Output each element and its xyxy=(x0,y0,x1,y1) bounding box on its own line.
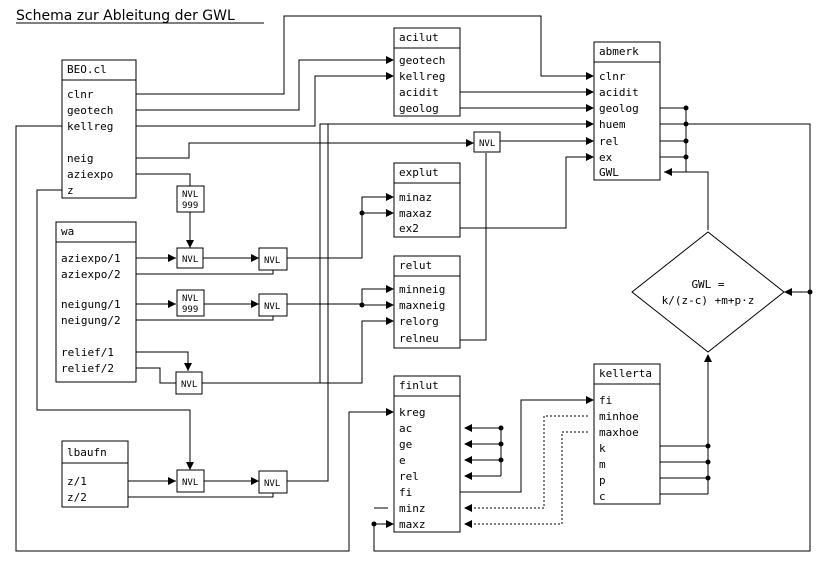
field-maxaz: maxaz xyxy=(399,207,432,220)
nvl-node-lbaufn-1: NVL xyxy=(176,469,205,493)
formula-line-1: GWL = xyxy=(691,278,724,291)
field-maxz: maxz xyxy=(399,518,426,531)
table-finlut: finlut kreg ac ge e rel fi minz maxz xyxy=(393,375,461,533)
field-fi: fi xyxy=(599,394,612,407)
connections xyxy=(15,15,811,552)
field-kellreg: kellreg xyxy=(67,120,113,133)
nvl-label: NVL xyxy=(181,380,197,390)
field-neigung-1: neigung/1 xyxy=(61,298,121,311)
field-k: k xyxy=(599,442,606,455)
field-huem: huem xyxy=(599,118,626,131)
table-name: BEO.cl xyxy=(67,63,107,76)
nvl-label: NVL xyxy=(479,139,495,149)
nvl-label: NVL xyxy=(264,479,280,489)
field-fi: fi xyxy=(399,486,412,499)
formula-line-2: k/(z-c) +m+p·z xyxy=(662,294,755,307)
field-ex: ex xyxy=(599,151,613,164)
field-kellreg: kellreg xyxy=(399,70,445,83)
nvl-999-value: 999 xyxy=(182,305,198,315)
table-lbaufn: lbaufn z/1 z/2 xyxy=(61,440,129,508)
field-ge: ge xyxy=(399,438,412,451)
field-c: c xyxy=(599,490,606,503)
field-e: e xyxy=(399,454,406,467)
field-clnr: clnr xyxy=(599,70,626,83)
table-name: abmerk xyxy=(599,45,639,58)
nvl-label: NVL xyxy=(182,478,198,488)
table-acilut: acilut geotech kellreg acidit geolog xyxy=(393,27,461,117)
field-z-2: z/2 xyxy=(67,491,87,504)
field-rel: rel xyxy=(599,135,619,148)
field-geolog: geolog xyxy=(399,102,439,115)
field-minz: minz xyxy=(399,502,426,515)
nvl-label: NVL xyxy=(182,294,198,304)
junction-dots xyxy=(359,105,813,527)
nvl-label: NVL xyxy=(264,302,280,312)
table-abmerk: abmerk clnr acidit geolog huem rel ex GW… xyxy=(593,41,661,181)
nvl-node-neigung: NVL xyxy=(258,293,288,317)
table-name: relut xyxy=(399,259,432,272)
nvl-999-node-aziexpo: NVL 999 xyxy=(176,185,205,213)
nvl-node-lbaufn-2: NVL xyxy=(258,470,288,494)
table-kellerta: kellerta fi minhoe maxhoe k m p c xyxy=(593,363,661,505)
nvl-node-aziexpo-1: NVL xyxy=(176,247,204,269)
field-clnr: clnr xyxy=(67,88,94,101)
field-relief-2: relief/2 xyxy=(61,362,114,375)
table-name: wa xyxy=(61,225,74,238)
table-name: explut xyxy=(399,166,439,179)
nvl-label: NVL xyxy=(264,256,280,266)
field-acidit: acidit xyxy=(599,86,639,99)
table-explut: explut minaz maxaz ex2 xyxy=(393,162,461,238)
field-minneig: minneig xyxy=(399,283,445,296)
field-neig: neig xyxy=(67,152,94,165)
formula-diamond: GWL = k/(z-c) +m+p·z xyxy=(631,231,785,353)
field-geotech: geotech xyxy=(67,104,113,117)
table-name: acilut xyxy=(399,31,439,44)
field-minhoe: minhoe xyxy=(599,410,639,423)
field-p: p xyxy=(599,474,606,487)
nvl-node-relief: NVL xyxy=(175,371,203,395)
arrowheads xyxy=(168,56,792,528)
field-z-1: z/1 xyxy=(67,475,87,488)
field-relief-1: relief/1 xyxy=(61,346,114,359)
table-wa: wa aziexpo/1 aziexpo/2 neigung/1 neigung… xyxy=(55,221,137,383)
nvl-label: NVL xyxy=(182,190,198,200)
field-maxneig: maxneig xyxy=(399,299,445,312)
field-minaz: minaz xyxy=(399,191,432,204)
field-relorg: relorg xyxy=(399,315,439,328)
nvl-node-aziexpo-2: NVL xyxy=(258,247,288,271)
field-geolog: geolog xyxy=(599,102,639,115)
table-relut: relut minneig maxneig relorg relneu xyxy=(393,255,461,349)
field-geotech: geotech xyxy=(399,54,445,67)
field-kreg: kreg xyxy=(399,406,426,419)
table-name: finlut xyxy=(399,379,439,392)
nvl-label: NVL xyxy=(182,255,198,265)
field-acidit: acidit xyxy=(399,86,439,99)
nvl-nodes: NVL 999 NVL NVL NVL 999 NVL NVL xyxy=(175,131,501,494)
table-name: lbaufn xyxy=(67,446,107,459)
field-relneu: relneu xyxy=(399,332,439,345)
field-z: z xyxy=(67,184,74,197)
nvl-node-rel: NVL xyxy=(473,131,501,153)
field-aziexpo: aziexpo xyxy=(67,168,113,181)
field-ex2: ex2 xyxy=(399,222,419,235)
field-ac: ac xyxy=(399,422,412,435)
table-name: kellerta xyxy=(599,367,652,380)
field-maxhoe: maxhoe xyxy=(599,426,639,439)
field-rel: rel xyxy=(399,470,419,483)
field-aziexpo-2: aziexpo/2 xyxy=(61,268,121,281)
diagram-title: Schema zur Ableitung der GWL xyxy=(16,8,235,24)
field-aziexpo-1: aziexpo/1 xyxy=(61,252,121,265)
nvl-999-node-neigung: NVL 999 xyxy=(176,289,205,317)
field-gwl: GWL xyxy=(599,166,619,179)
table-beo: BEO.cl clnr geotech kellreg neig aziexpo… xyxy=(61,59,137,199)
nvl-999-value: 999 xyxy=(182,201,198,211)
field-m: m xyxy=(599,458,606,471)
field-neigung-2: neigung/2 xyxy=(61,314,121,327)
